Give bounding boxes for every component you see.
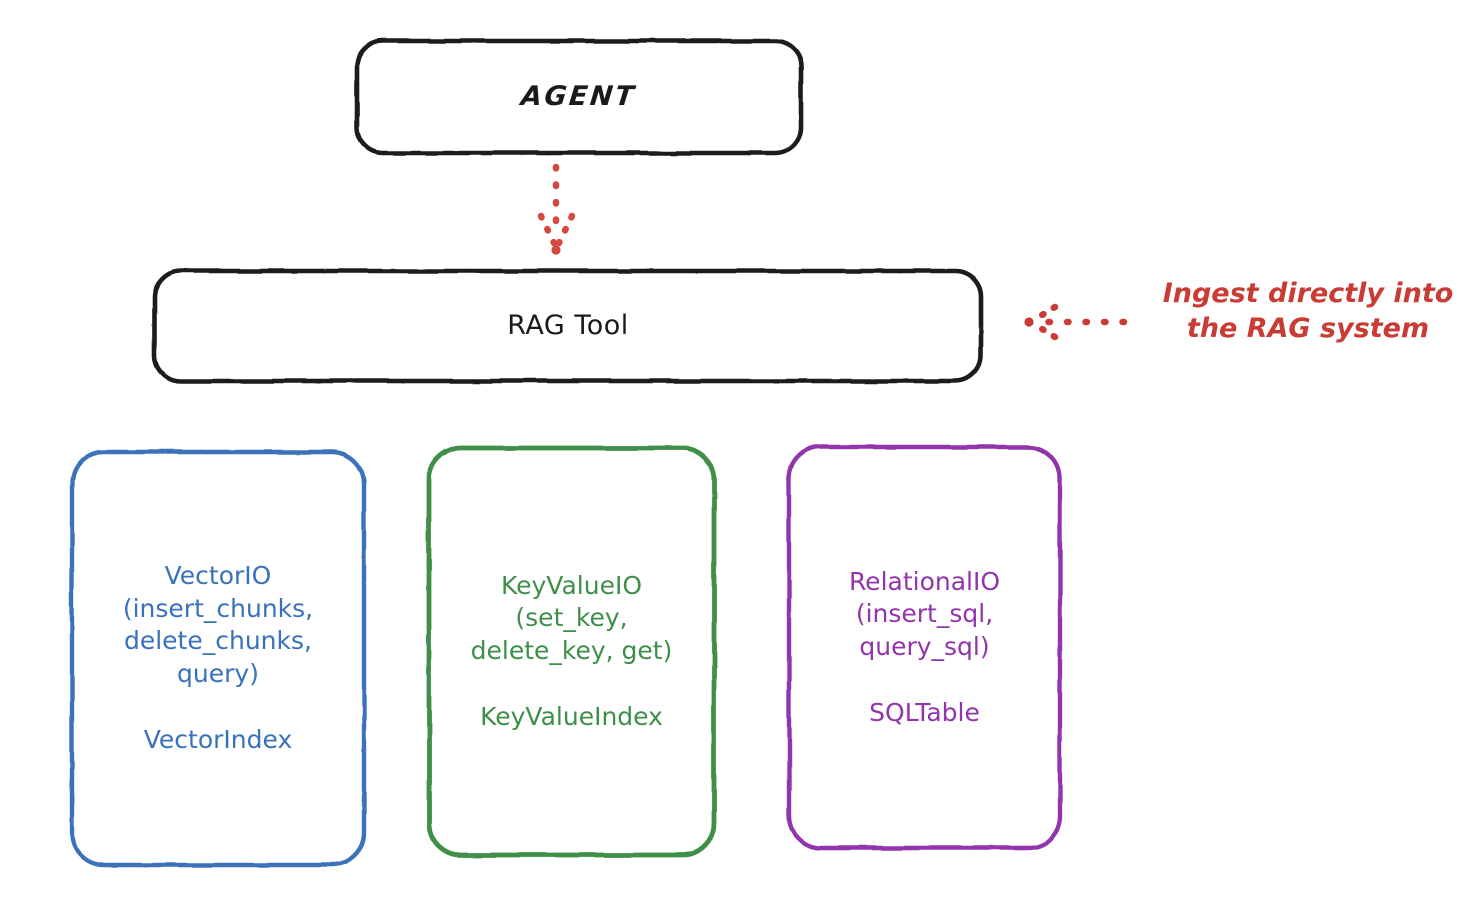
key-value-io-box[interactable] — [426, 445, 717, 858]
agent-to-rag-tool-arrow — [537, 163, 576, 255]
ingest-to-rag-tool-arrow — [1024, 303, 1128, 341]
relational-io-label: RelationalIO (insert_sql, query_sql) — [848, 566, 1001, 661]
key-value-io-label: KeyValueIO (set_key, delete_key, get) — [470, 570, 673, 665]
sql-table-label: SQLTable — [869, 698, 980, 727]
rag-tool-node[interactable]: RAG Tool — [155, 271, 981, 381]
key-value-io-node[interactable]: KeyValueIO (set_key, delete_key, get) Ke… — [429, 448, 714, 855]
relational-io-box[interactable] — [786, 444, 1063, 851]
rag-tool-box[interactable] — [152, 268, 984, 384]
vector-io-label: VectorIO (insert_chunks, delete_chunks, … — [122, 561, 314, 688]
ingest-annotation-text: Ingest directly into the RAG system — [1162, 278, 1454, 345]
vector-index-label: VectorIndex — [143, 725, 293, 755]
relational-io-node[interactable]: RelationalIO (insert_sql, query_sql) SQL… — [789, 447, 1060, 848]
vector-io-node[interactable]: VectorIO (insert_chunks, delete_chunks, … — [72, 452, 364, 865]
key-value-index-label: KeyValueIndex — [480, 702, 663, 731]
agent-node[interactable]: AGENT — [357, 41, 801, 153]
agent-label: AGENT — [519, 80, 639, 112]
vector-io-box[interactable] — [69, 449, 367, 868]
rag-tool-label: RAG Tool — [507, 309, 629, 341]
agent-box[interactable] — [354, 38, 804, 156]
